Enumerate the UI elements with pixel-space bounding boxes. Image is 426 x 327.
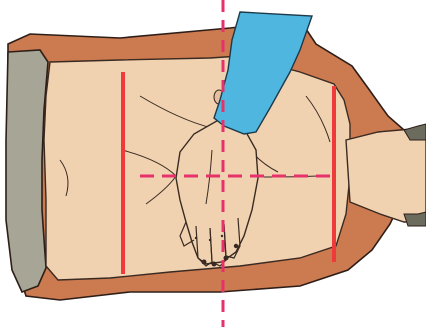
fingernail: [224, 256, 229, 261]
head-edge-lower: [404, 212, 426, 226]
pants: [6, 50, 48, 292]
knuckle-dot: [209, 239, 211, 241]
knuckle-dot: [195, 237, 197, 239]
knuckle-dot: [221, 235, 223, 237]
fingernail: [202, 260, 207, 265]
fingernail: [212, 262, 217, 267]
fingernail: [234, 244, 238, 248]
